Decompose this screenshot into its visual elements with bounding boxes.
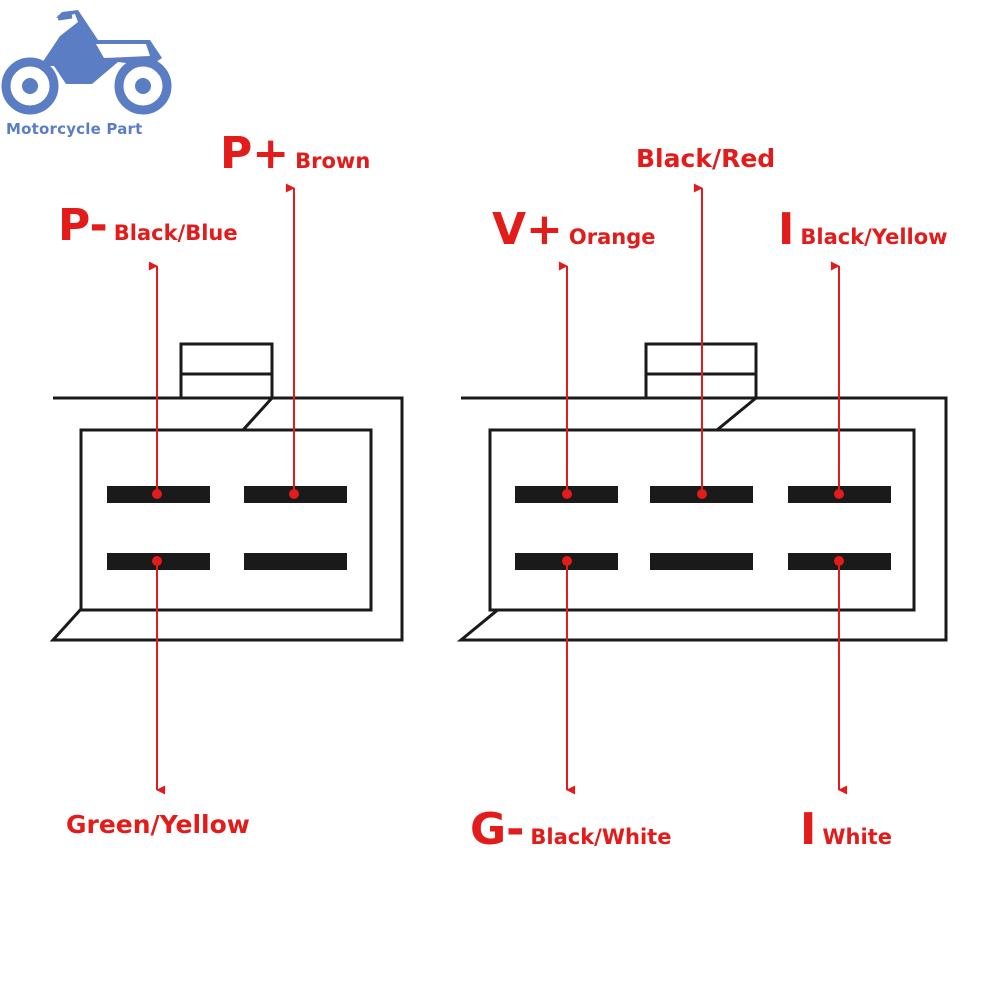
label-symbol: P+ bbox=[220, 128, 290, 179]
logo-text: Motorcycle Part bbox=[6, 120, 143, 138]
label-symbol: V+ bbox=[492, 204, 563, 255]
pin-unused-left bbox=[244, 553, 347, 570]
motorcycle-icon bbox=[1, 10, 172, 115]
label-g-minus: G-Black/White bbox=[470, 808, 671, 852]
label-wire: Green/Yellow bbox=[66, 810, 250, 839]
left-connector bbox=[49, 342, 404, 642]
label-wire: Black/Blue bbox=[113, 221, 238, 245]
label-symbol: I bbox=[778, 204, 795, 255]
label-p-plus: P+Brown bbox=[220, 132, 370, 176]
label-wire: Black/Red bbox=[636, 144, 776, 173]
label-black-red: Black/Red bbox=[636, 146, 775, 171]
label-p-minus: P-Black/Blue bbox=[58, 204, 238, 248]
label-symbol: G- bbox=[470, 804, 525, 855]
label-wire: Black/Yellow bbox=[800, 225, 948, 249]
pin-dots bbox=[152, 489, 844, 566]
label-wire: Brown bbox=[295, 149, 371, 173]
label-symbol: P- bbox=[58, 200, 108, 251]
label-wire: Orange bbox=[568, 225, 656, 249]
label-wire: White bbox=[822, 825, 892, 849]
label-wire: Black/White bbox=[530, 825, 672, 849]
label-v-plus: V+Orange bbox=[492, 208, 656, 252]
pin-unused-right bbox=[650, 553, 753, 570]
label-green-yellow: Green/Yellow bbox=[66, 812, 250, 837]
label-symbol: I bbox=[800, 804, 817, 855]
wire-arrows bbox=[148, 183, 848, 795]
